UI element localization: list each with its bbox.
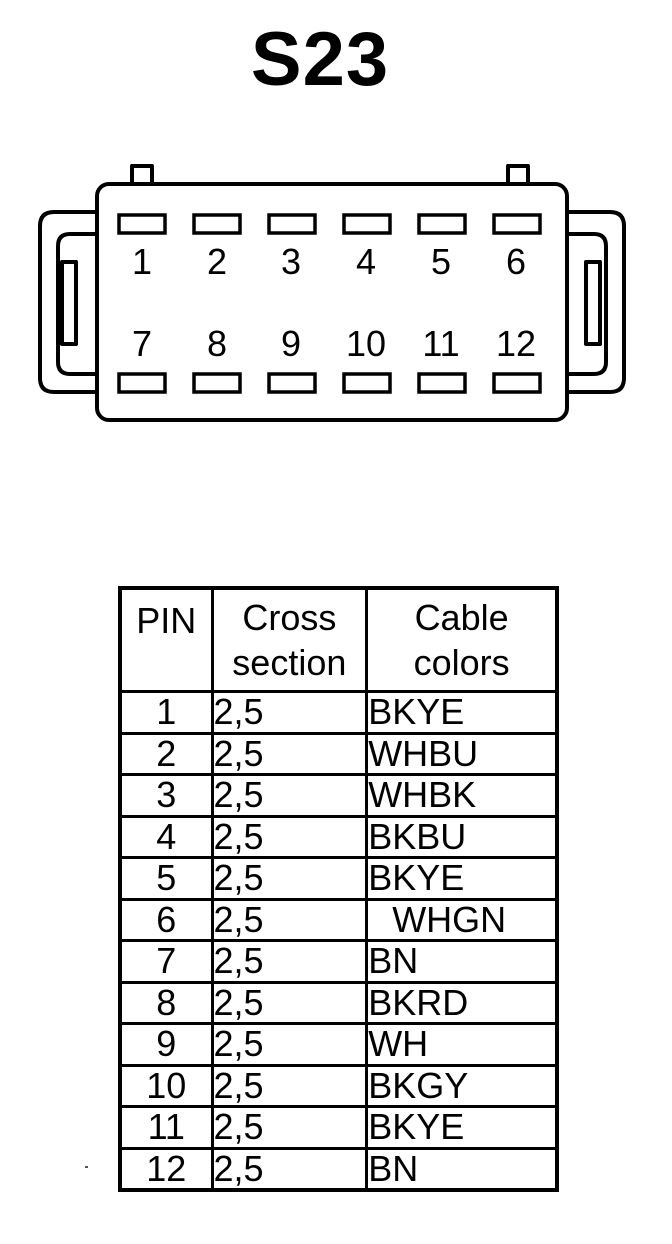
table-row: 3 2,5 WHBK [118, 773, 559, 818]
pin-label: 8 [207, 323, 227, 364]
table-row: 11 2,5 BKYE [118, 1105, 559, 1150]
pin-slot-6 [492, 213, 542, 235]
header-cable-colors: Cable colors [365, 586, 559, 693]
pin-label: 1 [132, 241, 152, 282]
table-row: 6 2,5 WHGN [118, 897, 559, 942]
pin-slot-3 [267, 213, 317, 235]
table-row: 12 2,5 BN [118, 1146, 559, 1192]
cell-cable-color: BKYE [365, 690, 559, 735]
pin-slot-2 [192, 213, 242, 235]
pin-label: 10 [346, 323, 386, 364]
pin-slot-10 [342, 372, 392, 394]
table-row: 7 2,5 BN [118, 939, 559, 984]
pin-label: 5 [431, 241, 451, 282]
pin-slot-5 [417, 213, 467, 235]
cell-cable-color: BN [365, 1146, 559, 1192]
cell-cable-color: BKRD [365, 980, 559, 1025]
side-clip-right-inner [566, 232, 608, 376]
cell-pin: 12 [118, 1146, 214, 1192]
cell-cable-color: WHGN [365, 897, 559, 942]
cell-pin: 6 [118, 897, 214, 942]
table-row: 8 2,5 BKRD [118, 980, 559, 1025]
cell-pin: 8 [118, 980, 214, 1025]
cell-pin: 9 [118, 1022, 214, 1067]
connector-body [95, 182, 569, 422]
side-clip-left-slot [60, 260, 78, 346]
cell-cross-section: 2,5 [210, 1146, 369, 1192]
cell-cross-section: 2,5 [210, 731, 369, 776]
cell-cable-color: BKYE [365, 856, 559, 901]
table-header-row: PIN Cross section Cable colors [118, 586, 559, 693]
header-cable-colors-line2: colors [413, 642, 510, 683]
side-clip-right [566, 210, 626, 394]
pin-assignment-table: PIN Cross section Cable colors 1 2,5 BKY… [118, 586, 559, 1192]
side-clip-left [38, 210, 98, 394]
pin-label: 6 [506, 241, 526, 282]
cell-cable-color: WHBU [365, 731, 559, 776]
cell-cable-color: BKBU [365, 814, 559, 859]
pin-slot-9 [267, 372, 317, 394]
cell-cable-color: BKYE [365, 1105, 559, 1150]
cell-pin: 4 [118, 814, 214, 859]
cell-cross-section: 2,5 [210, 1022, 369, 1067]
pin-label: 9 [281, 323, 301, 364]
cell-cross-section: 2,5 [210, 1105, 369, 1150]
pin-label: 11 [422, 323, 459, 364]
cell-pin: 10 [118, 1063, 214, 1108]
pin-slot-11 [417, 372, 467, 394]
cell-cable-color: BN [365, 939, 559, 984]
side-clip-right-slot [584, 260, 602, 346]
cell-pin: 1 [118, 690, 214, 735]
scan-speck [85, 1166, 88, 1168]
pin-label: 3 [281, 241, 301, 282]
cell-cross-section: 2,5 [210, 897, 369, 942]
header-cross-section-line1: Cross [242, 597, 337, 638]
header-pin-label: PIN [136, 600, 197, 641]
cell-pin: 2 [118, 731, 214, 776]
header-cable-colors-line1: Cable [414, 597, 509, 638]
cell-pin: 11 [118, 1105, 214, 1150]
table-row: 2 2,5 WHBU [118, 731, 559, 776]
header-cross-section-line2: section [232, 642, 347, 683]
table-row: 9 2,5 WH [118, 1022, 559, 1067]
pin-label: 4 [356, 241, 376, 282]
table-row: 1 2,5 BKYE [118, 690, 559, 735]
cell-cable-color: WHBK [365, 773, 559, 818]
pin-slot-4 [342, 213, 392, 235]
cell-cross-section: 2,5 [210, 980, 369, 1025]
cell-cross-section: 2,5 [210, 773, 369, 818]
table-row: 4 2,5 BKBU [118, 814, 559, 859]
header-pin: PIN [118, 586, 214, 693]
pin-label: 12 [496, 323, 536, 364]
cell-cross-section: 2,5 [210, 856, 369, 901]
cell-cross-section: 2,5 [210, 939, 369, 984]
connector-title: S23 [250, 17, 390, 102]
cell-pin: 3 [118, 773, 214, 818]
connector-diagram: 1 2 3 4 5 6 7 8 9 10 11 12 [38, 164, 626, 422]
cell-cable-color: WH [365, 1022, 559, 1067]
header-cross-section: Cross section [210, 586, 369, 693]
pin-slot-8 [192, 372, 242, 394]
cell-cross-section: 2,5 [210, 814, 369, 859]
pin-label: 7 [132, 323, 152, 364]
cell-cable-color: BKGY [365, 1063, 559, 1108]
pin-slot-1 [117, 213, 167, 235]
cell-cross-section: 2,5 [210, 1063, 369, 1108]
table-row: 10 2,5 BKGY [118, 1063, 559, 1108]
side-clip-left-inner [56, 232, 98, 376]
pin-slot-7 [117, 372, 167, 394]
cell-pin: 5 [118, 856, 214, 901]
pin-label: 2 [207, 241, 227, 282]
cell-cross-section: 2,5 [210, 690, 369, 735]
table-row: 5 2,5 BKYE [118, 856, 559, 901]
pin-slot-12 [492, 372, 542, 394]
cell-pin: 7 [118, 939, 214, 984]
